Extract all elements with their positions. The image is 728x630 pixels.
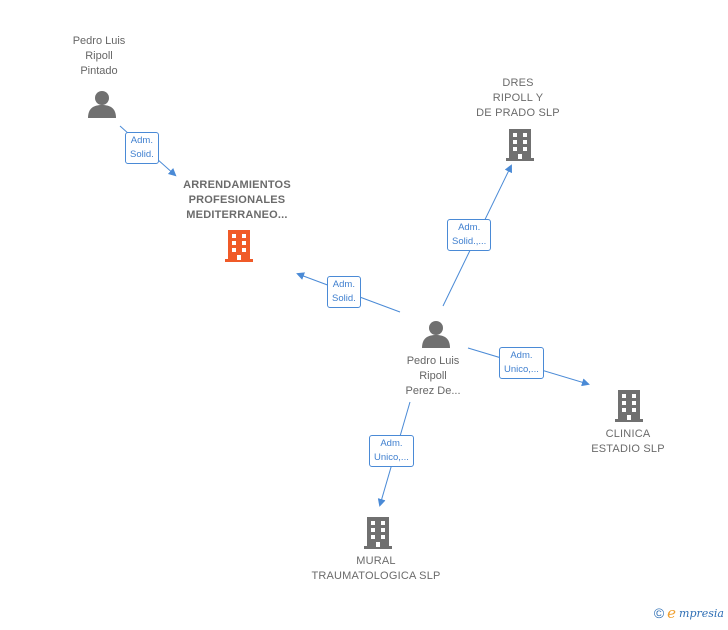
brand-initial: e	[667, 604, 677, 622]
node-label-arrendamientos[interactable]: ARRENDAMIENTOS PROFESIONALES MEDITERRANE…	[183, 179, 291, 221]
person-icon[interactable]	[87, 90, 117, 118]
node-label-pedro-perez[interactable]: Pedro Luis Ripoll Perez De...	[405, 355, 461, 397]
edge-label[interactable]: Adm. Unico,...	[499, 347, 544, 379]
edge-label-detail: Solid.	[130, 149, 154, 160]
copyright-icon: ©	[653, 605, 665, 621]
edge-label-detail: Unico,...	[374, 452, 409, 463]
person-icon[interactable]	[421, 320, 451, 348]
brand-name: mpresia	[679, 606, 724, 620]
edge-label-role: Adm.	[380, 438, 403, 449]
node-label-clinica[interactable]: CLINICA ESTADIO SLP	[591, 428, 665, 455]
edge-label[interactable]: Adm. Solid.	[327, 276, 361, 308]
edge-label-role: Adm.	[332, 279, 355, 290]
node-label-mural[interactable]: MURAL TRAUMATOLOGICA SLP	[311, 555, 441, 582]
edge-label-detail: Solid.	[332, 293, 356, 304]
edge-label-role: Adm.	[130, 135, 153, 146]
building-icon[interactable]	[613, 388, 645, 422]
edge-label[interactable]: Adm. Unico,...	[369, 435, 414, 467]
edge-label-detail: Solid.,...	[452, 236, 487, 247]
edge-label[interactable]: Adm. Solid.,...	[447, 219, 492, 251]
edge-label-role: Adm.	[510, 350, 533, 361]
edge-label-detail: Unico,...	[504, 364, 539, 375]
node-label-dres-ripoll[interactable]: DRES RIPOLL Y DE PRADO SLP	[476, 77, 560, 119]
building-icon[interactable]	[504, 127, 536, 161]
building-icon-highlight[interactable]	[223, 228, 255, 262]
edge-label[interactable]: Adm. Solid.	[125, 132, 159, 164]
building-icon[interactable]	[362, 515, 394, 549]
node-label-pedro-pintado[interactable]: Pedro Luis Ripoll Pintado	[72, 35, 126, 77]
edge-label-role: Adm.	[458, 222, 481, 233]
